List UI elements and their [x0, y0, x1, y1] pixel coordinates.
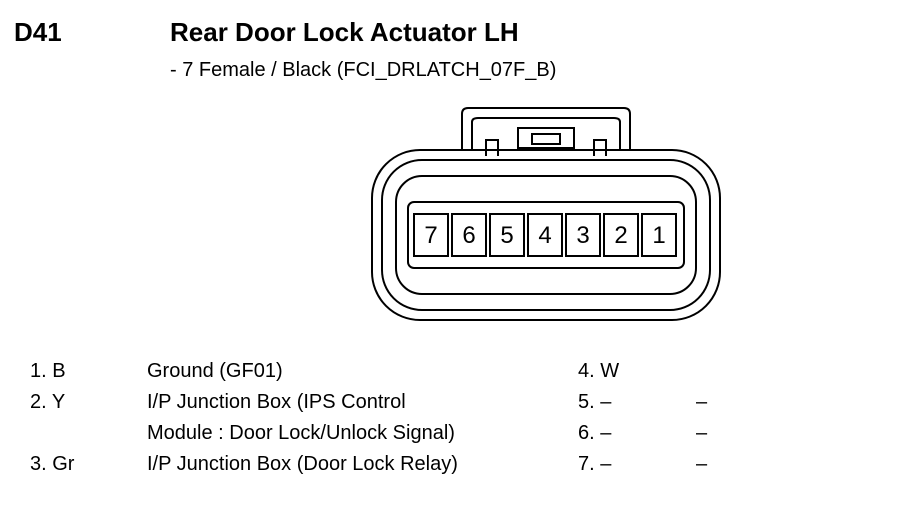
- latch-inner: [471, 117, 621, 150]
- pin-label: 1. B: [30, 360, 66, 382]
- pin-description: I/P Junction Box (Door Lock Relay): [147, 453, 458, 475]
- latch-outline: [461, 107, 631, 150]
- latch-tab: [517, 127, 575, 149]
- pin-description: –: [696, 391, 708, 413]
- pin-cell: [527, 213, 563, 257]
- connector-title: Rear Door Lock Actuator LH: [170, 17, 519, 47]
- housing-inner: [381, 159, 711, 311]
- housing-outer: [371, 149, 721, 321]
- pin-cell: [565, 213, 601, 257]
- pin-cell: [413, 213, 449, 257]
- pin-number: 3: [576, 222, 589, 249]
- pin-description: Ground (GF01): [147, 360, 283, 382]
- pin-number: 6: [462, 222, 475, 249]
- pin-number: 7: [424, 222, 437, 249]
- pin-description: –: [696, 422, 708, 444]
- pin-cell: [641, 213, 677, 257]
- latch-rib-right: [593, 139, 607, 156]
- pin-label: 2. Y: [30, 391, 66, 413]
- connector-subtitle: - 7 Female / Black (FCI_DRLATCH_07F_B): [170, 59, 557, 81]
- pin-label: 3. Gr: [30, 453, 75, 475]
- pin-number: 5: [500, 222, 513, 249]
- pin-number: 2: [614, 222, 627, 249]
- pin-cell: [489, 213, 525, 257]
- connector-code: D41: [14, 17, 62, 47]
- latch-rib-left: [485, 139, 499, 156]
- housing-face: [395, 175, 697, 295]
- pin-label: 6. –: [578, 422, 612, 444]
- pin-cavity: [407, 201, 685, 269]
- pin-description: –: [696, 453, 708, 475]
- pin-cell: [451, 213, 487, 257]
- pin-description: Module : Door Lock/Unlock Signal): [147, 422, 455, 444]
- pin-description: I/P Junction Box (IPS Control: [147, 391, 406, 413]
- latch-slot: [531, 133, 561, 145]
- pin-label: 4. W: [578, 360, 620, 382]
- pin-cell: [603, 213, 639, 257]
- pin-number: 4: [538, 222, 551, 249]
- pin-label: 7. –: [578, 453, 612, 475]
- pin-label: 5. –: [578, 391, 612, 413]
- pin-number: 1: [652, 222, 665, 249]
